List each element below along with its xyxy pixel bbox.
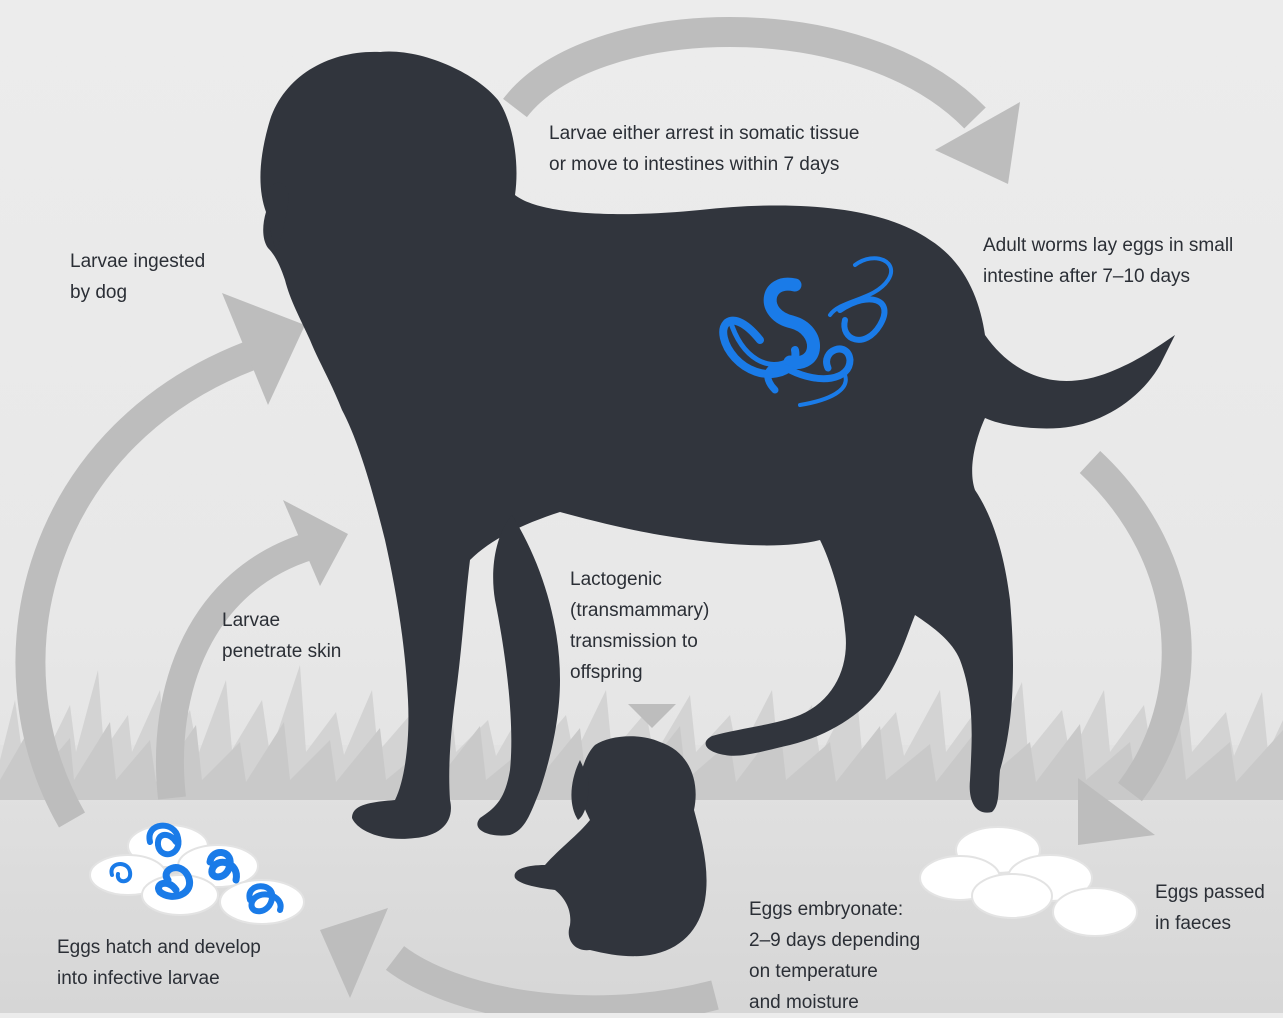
arrow-left-outer [15,293,305,828]
label-larvae-ingested: Larvae ingested by dog [70,251,206,303]
label-adult-worms: Adult worms lay eggs in small intestine … [983,235,1234,287]
label-eggs-embryonate: Eggs embryonate: 2–9 days depending on t… [749,899,921,1013]
arrow-left-inner [155,500,348,800]
hatching-eggs-icon [89,822,305,925]
lactogenic-pointer-icon [628,704,676,728]
label-penetrate-skin: Larvae penetrate skin [222,610,342,662]
arrow-right-down [1078,451,1192,845]
label-eggs-hatch: Eggs hatch and develop into infective la… [57,937,261,989]
eggs-in-faeces-icon [919,826,1138,937]
arrow-bottom [320,908,719,1013]
label-somatic-arrest: Larvae either arrest in somatic tissue o… [549,123,860,175]
worms-in-intestine-icon [719,256,893,407]
adult-dog-silhouette [260,51,1175,839]
label-lactogenic: Lactogenic (transmammary) transmission t… [570,569,710,683]
label-eggs-passed: Eggs passed in faeces [1155,882,1265,934]
puppy-silhouette [514,736,707,957]
arrow-top [503,17,1020,184]
